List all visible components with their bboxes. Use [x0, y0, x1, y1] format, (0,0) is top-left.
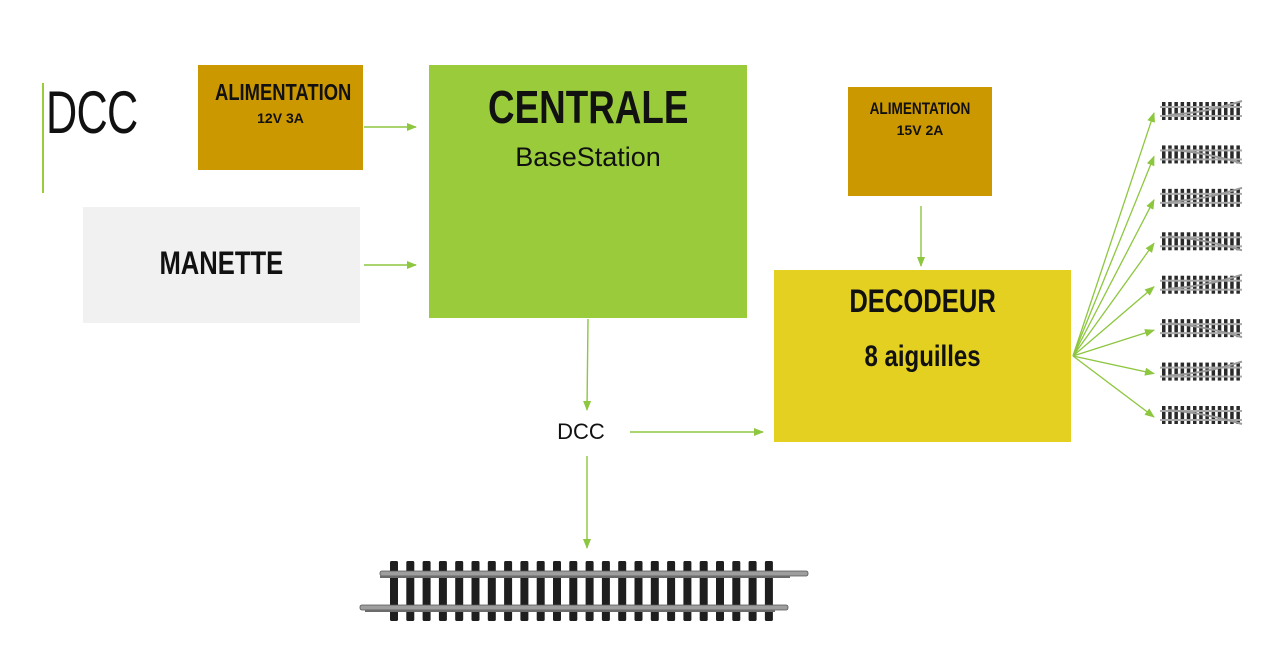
decoder-box: DECODEUR 8 aiguilles	[774, 270, 1071, 442]
turnout-icon	[1160, 145, 1243, 165]
decoder-output-arrow	[1072, 286, 1155, 357]
power-supply-main-spec: 12V 3A	[257, 110, 304, 126]
arrow-centrale-to-dcc	[583, 318, 592, 411]
turnout-icons	[1160, 100, 1243, 425]
decoder-output-arrow	[1072, 355, 1155, 376]
command-station-box: CENTRALE BaseStation	[429, 65, 747, 318]
decoder-output-arrow	[1072, 242, 1155, 357]
controller-box: MANETTE	[83, 207, 360, 323]
page-title: DCC	[46, 79, 138, 146]
turnout-icon	[1160, 186, 1243, 207]
turnout-icon	[1160, 360, 1243, 381]
dcc-bus-label: DCC	[557, 419, 605, 444]
power-supply-accessory-title: ALIMENTATION	[869, 99, 971, 118]
straight-track-icon	[359, 561, 809, 621]
decoder-output-arrow	[1072, 112, 1155, 357]
power-supply-main-title: ALIMENTATION	[215, 79, 352, 105]
decoder-output-arrow	[1072, 198, 1155, 357]
turnout-icon	[1160, 100, 1243, 120]
turnout-icon	[1160, 273, 1243, 294]
turnout-icon	[1160, 406, 1243, 425]
controller-title: MANETTE	[159, 245, 284, 281]
decoder-title: DECODEUR	[849, 283, 996, 319]
command-station-title: CENTRALE	[487, 81, 689, 133]
turnout-icon	[1160, 232, 1243, 252]
decoder-output-arrow	[1072, 355, 1155, 418]
power-supply-accessory-spec: 15V 2A	[896, 122, 944, 138]
power-supply-accessory-box: ALIMENTATION 15V 2A	[848, 87, 992, 196]
decoder-output-arrow	[1072, 329, 1155, 357]
command-station-subtitle: BaseStation	[515, 142, 661, 172]
decoder-output-arrows	[1072, 112, 1155, 418]
turnout-icon	[1160, 319, 1243, 339]
power-supply-main-box: ALIMENTATION 12V 3A	[198, 65, 363, 170]
title-accent-bar	[42, 83, 44, 193]
decoder-output-arrow	[1072, 155, 1155, 357]
decoder-subtitle: 8 aiguilles	[864, 340, 981, 373]
